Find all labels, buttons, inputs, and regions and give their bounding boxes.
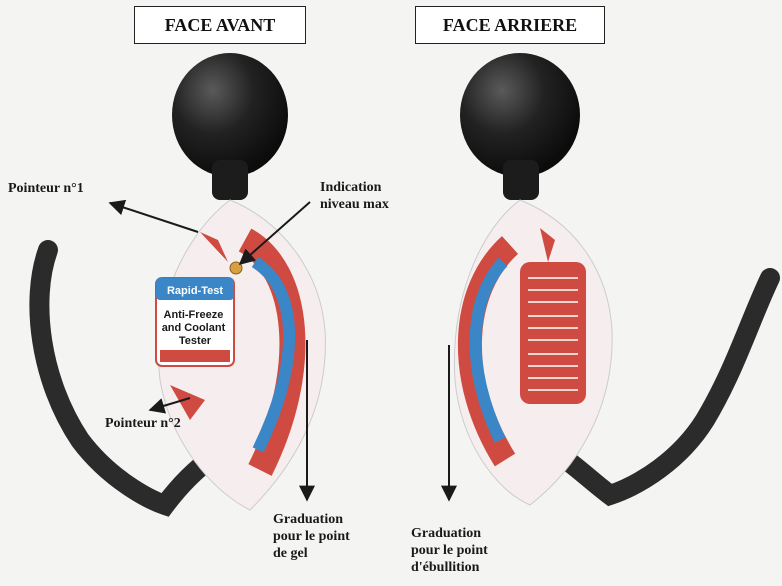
front-tester: Rapid-Test Anti-Freeze and Coolant Teste… — [39, 53, 325, 510]
back-bulb — [460, 53, 580, 177]
callout-freeze-line-2: pour le point — [273, 528, 350, 545]
callout-freeze-line-3: de gel — [273, 545, 350, 562]
callout-indication-max: Indication niveau max — [320, 179, 389, 213]
front-label-product-line-2: and Coolant — [162, 322, 226, 334]
callout-freeze-scale: Graduation pour le point de gel — [273, 511, 350, 562]
front-label-product-line-1: Anti-Freeze — [164, 309, 224, 321]
callout-pointer-2: Pointeur n°2 — [105, 415, 181, 432]
callout-freeze-line-1: Graduation — [273, 511, 350, 528]
front-bulb — [172, 53, 288, 177]
back-bulb-neck — [503, 160, 539, 200]
back-label — [520, 262, 586, 404]
front-label-footer — [160, 350, 230, 362]
front-bulb-neck — [212, 160, 248, 200]
arrow-pointer-1 — [110, 203, 198, 232]
callout-boil-line-3: d'ébullition — [411, 559, 488, 576]
callout-boil-line-2: pour le point — [411, 542, 488, 559]
callout-pointer-1: Pointeur n°1 — [8, 180, 84, 197]
back-tester — [454, 53, 770, 505]
callout-boil-scale: Graduation pour le point d'ébullition — [411, 525, 488, 576]
front-side-title: FACE AVANT — [134, 6, 306, 44]
front-label-brand: Rapid-Test — [167, 285, 223, 297]
back-side-title: FACE ARRIERE — [415, 6, 605, 44]
callout-indication-line-1: Indication — [320, 179, 389, 196]
front-label-product-line-3: Tester — [179, 335, 212, 347]
callout-boil-line-1: Graduation — [411, 525, 488, 542]
callout-indication-line-2: niveau max — [320, 196, 389, 213]
